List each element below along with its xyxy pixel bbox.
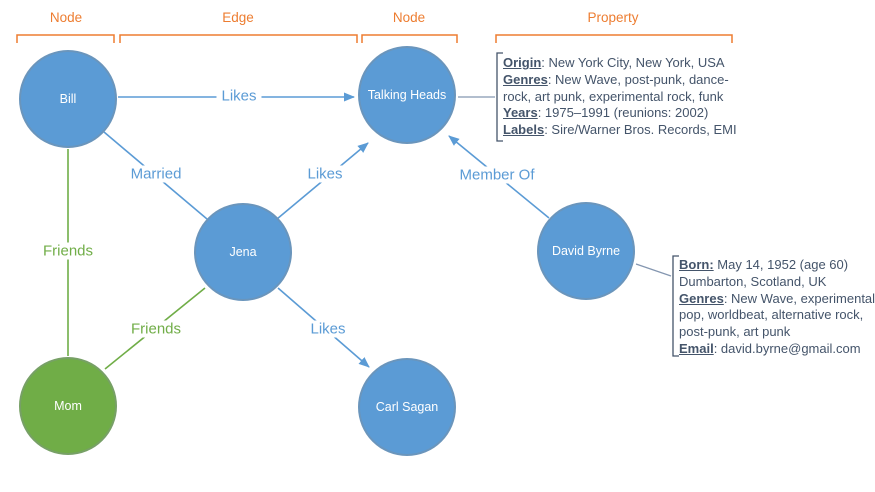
property-key: Genres (503, 71, 548, 87)
legend-bracket-edge (119, 34, 358, 43)
node-bill[interactable]: Bill (19, 50, 117, 148)
legend-label-node-2: Node (392, 10, 426, 25)
node-mom[interactable]: Mom (19, 357, 117, 455)
node-david-byrne[interactable]: David Byrne (537, 202, 635, 300)
property-key: Born: (679, 257, 714, 272)
property-card-talking-heads: Origin: New York City, New York, USA Gen… (503, 55, 737, 139)
node-label: Carl Sagan (375, 400, 439, 414)
property-key: Labels (503, 122, 545, 138)
property-line: Labels: Sire/Warner Bros. Records, EMI (503, 122, 737, 139)
property-card-david-byrne: Born: May 14, 1952 (age 60) Dumbarton, S… (679, 257, 875, 358)
node-jena[interactable]: Jena (194, 203, 292, 301)
property-bracket-talkingheads (496, 52, 503, 142)
edge-label-friends-bill-mom[interactable]: Friends (37, 242, 99, 260)
property-bracket-davidbyrne (672, 255, 679, 357)
property-line: Genres: New Wave, experimental (679, 291, 875, 308)
property-key: Years (503, 105, 538, 121)
legend-label-edge: Edge (222, 10, 254, 25)
property-value: : New Wave, experimental (723, 290, 875, 306)
edge-label-likes-jena-talkingheads[interactable]: Likes (302, 165, 348, 183)
legend-bracket-property (495, 34, 733, 43)
node-label: Jena (229, 245, 257, 259)
property-key: Origin (503, 55, 542, 70)
node-carl-sagan[interactable]: Carl Sagan (358, 358, 456, 456)
edge-label-friends-jena-mom[interactable]: Friends (125, 320, 187, 338)
connector-davidbyrne-properties (635, 263, 672, 277)
edge-label-member-of[interactable]: Member Of (454, 166, 540, 184)
property-line: Dumbarton, Scotland, UK (679, 274, 875, 291)
legend-bracket-node-1 (16, 34, 115, 43)
property-value: Dumbarton, Scotland, UK (679, 273, 827, 289)
property-line: Born: May 14, 1952 (age 60) (679, 257, 875, 274)
legend-label-node-1: Node (49, 10, 83, 25)
property-value: post-punk, art punk (679, 324, 791, 340)
node-label: Mom (54, 399, 82, 413)
legend-bracket-node-2 (361, 34, 458, 43)
property-value: : New Wave, post-punk, dance- (547, 71, 729, 87)
property-key: Genres (679, 290, 724, 306)
property-value: : Sire/Warner Bros. Records, EMI (544, 122, 737, 138)
property-line: Email: david.byrne@gmail.com (679, 341, 875, 358)
node-label: Talking Heads (367, 88, 447, 102)
edge-label-likes-jena-carlsagan[interactable]: Likes (305, 320, 351, 338)
property-line: post-punk, art punk (679, 324, 875, 341)
property-value: pop, worldbeat, alternative rock, (679, 307, 864, 323)
property-value: : 1975–1991 (reunions: 2002) (537, 105, 709, 121)
edge-label-likes-bill-talkingheads[interactable]: Likes (216, 87, 262, 105)
property-value: rock, art punk, experimental rock, funk (503, 88, 724, 104)
property-value: May 14, 1952 (age 60) (713, 257, 849, 272)
property-line: Genres: New Wave, post-punk, dance- (503, 72, 737, 89)
node-label: David Byrne (551, 244, 621, 258)
property-line: rock, art punk, experimental rock, funk (503, 89, 737, 106)
property-line: Years: 1975–1991 (reunions: 2002) (503, 105, 737, 122)
legend-label-property: Property (587, 10, 639, 25)
property-value: : New York City, New York, USA (541, 55, 725, 70)
edge-label-married[interactable]: Married (125, 165, 187, 183)
property-line: Origin: New York City, New York, USA (503, 55, 737, 72)
property-key: Email (679, 340, 714, 356)
node-talking-heads[interactable]: Talking Heads (358, 46, 456, 144)
property-value: : david.byrne@gmail.com (713, 340, 861, 356)
property-line: pop, worldbeat, alternative rock, (679, 307, 875, 324)
node-label: Bill (59, 92, 77, 106)
